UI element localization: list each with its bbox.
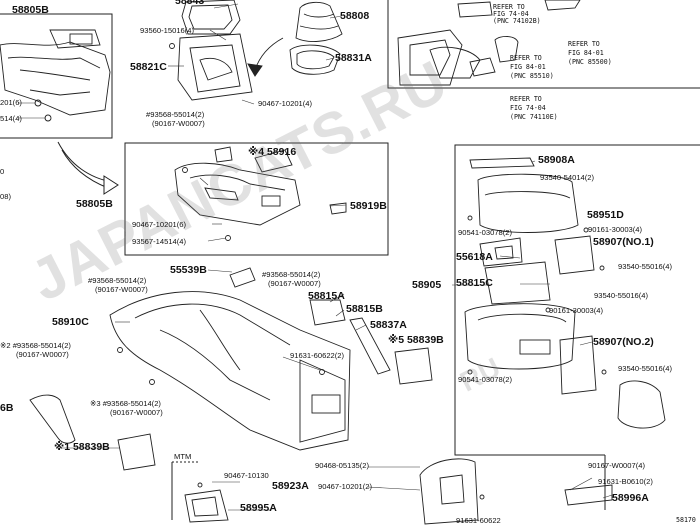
part-58995a-bracket xyxy=(184,489,229,523)
label-58916: ※4 58916 xyxy=(248,146,297,158)
refer-3-line2: FIG 84-01 xyxy=(510,63,546,71)
label-90161-b: 90161-30003(4) xyxy=(549,306,604,315)
inset-box-top-left xyxy=(0,13,113,139)
label-90161-a: 90161-30003(4) xyxy=(588,225,643,234)
part-58831a-ring xyxy=(289,44,341,75)
part-58843-frame xyxy=(181,0,241,35)
label-58815a: 58815A xyxy=(308,290,345,302)
label-58843: 58843 xyxy=(175,0,205,7)
label-93568-d: ※2 #93568-55014(2) xyxy=(0,341,71,350)
label-91631-bottom: 91631-60622 xyxy=(456,516,501,525)
label-90467-10130: 90467-10130 xyxy=(224,471,269,480)
label-58919b: 58919B xyxy=(350,200,387,212)
label-93540-b: 93540-55016(4) xyxy=(618,262,673,271)
label-93568-c: #93568-55014(2) xyxy=(262,270,321,279)
label-90167-e: (90167-W0007) xyxy=(110,408,163,417)
part-58996a-bracket xyxy=(564,484,613,506)
label-58837a: 58837A xyxy=(370,319,407,331)
label-58907-no1: 58907(NO.1) xyxy=(593,236,654,248)
label-55539b: 55539B xyxy=(170,264,207,276)
part-58923a-box xyxy=(419,458,485,525)
label-90468: 90468-05135(2) xyxy=(315,461,370,470)
label-90541-a: 90541-03078(2) xyxy=(458,228,513,237)
label-58951d: 58951D xyxy=(587,209,624,221)
label-55618a: 55618A xyxy=(456,251,493,263)
refer-1-line3: (PNC 74102B) xyxy=(493,17,541,25)
label-58923a: 58923A xyxy=(272,480,309,492)
label-58908a: 58908A xyxy=(538,154,575,166)
label-93540-a: 93540-54014(2) xyxy=(540,173,595,182)
part-58808-shift-boot xyxy=(295,1,343,42)
label-93540-c: 93540-55016(4) xyxy=(594,291,649,300)
part-58916-pad xyxy=(254,149,293,173)
label-91631-b0610: 91631-B0610(2) xyxy=(598,477,653,486)
label-90541-b: 90541-03078(2) xyxy=(458,375,513,384)
label-58839b-left: ※1 58839B xyxy=(54,441,110,453)
label-58815c: 58815C xyxy=(456,277,493,289)
refer-2-line1: REFER TO xyxy=(568,40,600,48)
refer-1-line2: FIG 74-04 xyxy=(493,10,529,18)
label-93568-a: #93568-55014(2) xyxy=(146,110,205,119)
label-58910c: 58910C xyxy=(52,316,89,328)
label-page-id: 58170 xyxy=(676,516,696,524)
label-90167-a: (90167-W0007) xyxy=(152,119,205,128)
label-58995a: 58995A xyxy=(240,502,277,514)
label-93567: 93567-14514(4) xyxy=(132,237,187,246)
refer-box-parts xyxy=(397,0,581,86)
label-91631-60622-2: 91631-60622(2) xyxy=(290,351,345,360)
label-legend-08: 08) xyxy=(0,192,11,201)
refer-2-line3: (PNC 85500) xyxy=(568,58,612,66)
refer-4-line3: (PNC 74110E) xyxy=(510,113,558,121)
refer-3-line1: REFER TO xyxy=(510,54,542,62)
label-58905: 58905 xyxy=(412,279,442,291)
label-514-4: 514(4) xyxy=(0,114,22,123)
label-90167-c: (90167-W0007) xyxy=(268,279,321,288)
label-93560: 93560-15016(4) xyxy=(140,26,195,35)
part-58839b-left-pad xyxy=(117,433,156,471)
label-90467-10201-6: 90467-10201(6) xyxy=(132,220,187,229)
label-mtm: MTM xyxy=(174,452,192,461)
label-6b: 6B xyxy=(0,402,14,414)
label-legend-mark: 0 xyxy=(0,167,5,176)
label-93568-e: ※3 #93568-55014(2) xyxy=(90,399,161,408)
label-93568-b: #93568-55014(2) xyxy=(88,276,147,285)
refer-3-line3: (PNC 85510) xyxy=(510,72,554,80)
label-58815b: 58815B xyxy=(346,303,383,315)
refer-4-line1: REFER TO xyxy=(510,95,542,103)
leader-lines xyxy=(18,3,613,511)
label-58821c: 58821C xyxy=(130,61,167,73)
label-58996a: 58996A xyxy=(612,492,649,504)
label-201-6: 201(6) xyxy=(0,98,22,107)
main-console-58910c xyxy=(109,267,391,451)
label-58808: 58808 xyxy=(340,10,370,22)
label-58831a: 58831A xyxy=(335,52,372,64)
refer-2-line2: FIG 84-01 xyxy=(568,49,604,57)
label-90167-d: (90167-W0007) xyxy=(16,350,69,359)
label-58805b-mid: 58805B xyxy=(76,198,113,210)
label-93540-d: 93540-55016(4) xyxy=(618,364,673,373)
label-90467-10201-4: 90467-10201(4) xyxy=(258,99,313,108)
right-bracket-box xyxy=(454,144,700,456)
part-58821c-panel xyxy=(177,33,253,101)
label-58805b-top: 58805B xyxy=(12,4,49,16)
part-6b-trim xyxy=(29,394,76,444)
inset-box-middle xyxy=(124,142,389,256)
right-armrest-parts xyxy=(464,157,666,506)
label-90167-f: 90167-W0007(4) xyxy=(588,461,645,470)
refer-4-line2: FIG 74-04 xyxy=(510,104,546,112)
part-58839b-right-pad xyxy=(394,347,433,385)
label-58839b-right: ※5 58839B xyxy=(388,334,444,346)
label-90167-b: (90167-W0007) xyxy=(95,285,148,294)
label-58907-no2: 58907(NO.2) xyxy=(593,336,654,348)
label-90467-10201-2: 90467-10201(2) xyxy=(318,482,373,491)
inset-part-console-front xyxy=(0,29,111,122)
refer-1-line1: REFER TO xyxy=(493,3,525,11)
refer-box xyxy=(387,0,700,89)
